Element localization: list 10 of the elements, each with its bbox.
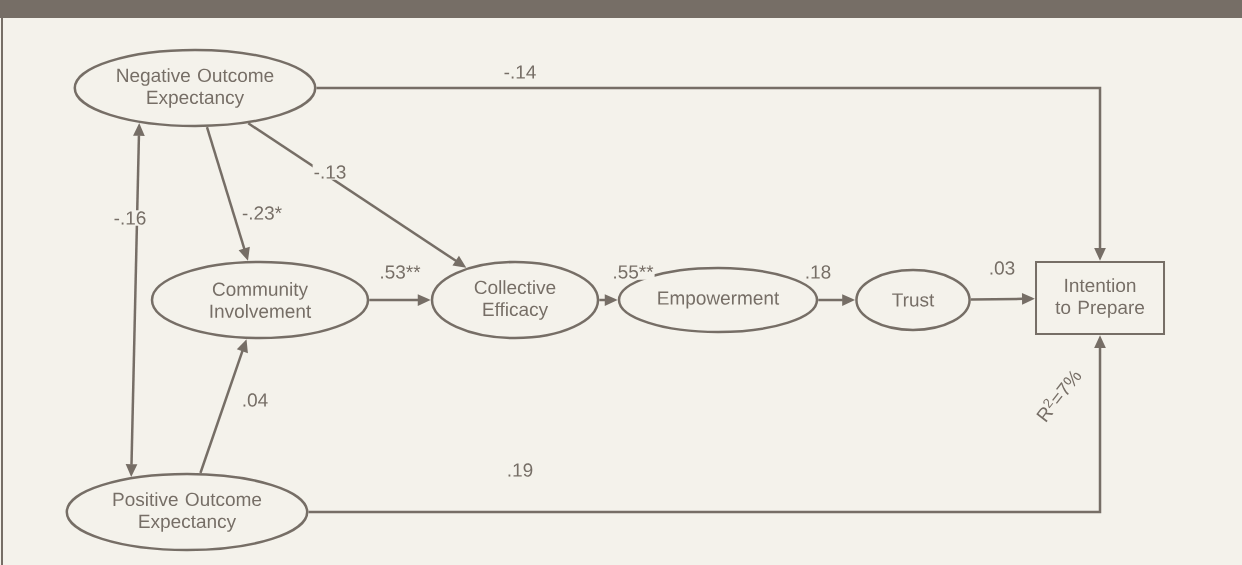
edge-label: -.16 [112,210,148,226]
edge-label: -.13 [312,164,348,180]
edge-label: -.14 [502,64,538,80]
outcome-box: Intention to Prepare [1035,261,1165,335]
edge-label: -.23* [240,205,284,221]
edge-label: .55** [611,264,655,280]
edge-label: .19 [505,462,535,478]
edge-label: .03 [987,260,1017,276]
edge-label: .04 [240,392,270,408]
edge-label: .53** [378,264,422,280]
